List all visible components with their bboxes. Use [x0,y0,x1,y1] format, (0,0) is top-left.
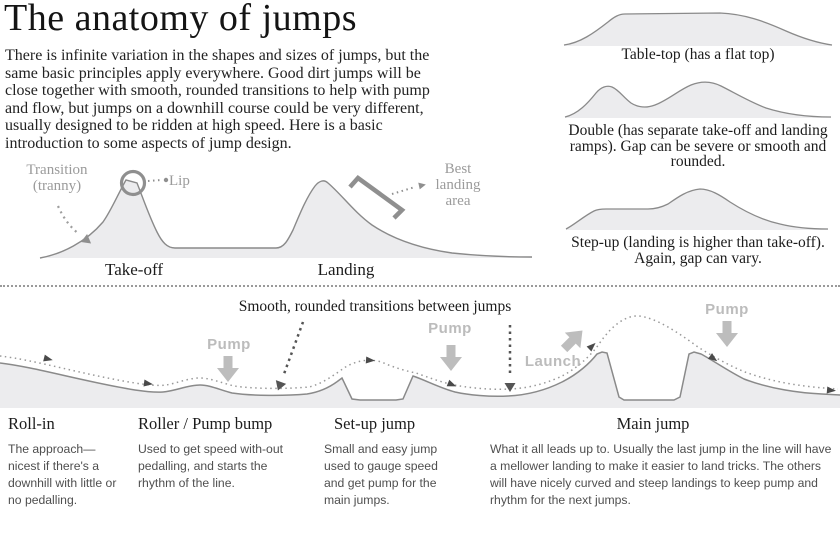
tabletop-svg [563,12,833,46]
trail-terrain-svg [0,315,840,408]
transitions-arrow-diagonal [282,321,305,375]
lip-label: Lip [169,173,190,189]
stepup-svg [565,188,829,230]
anatomy-terrain-svg [39,169,533,259]
anatomy-terrain-outline [39,179,533,259]
transitions-note: Smooth, rounded transitions between jump… [238,298,512,315]
double-diagram [562,78,834,120]
double-caption: Double (has separate take-off and landin… [568,122,828,170]
pump-label-2: Pump [428,320,472,337]
trail-terrain-outline [0,351,840,401]
launch-label: Launch [524,353,582,370]
lip-circle [119,169,147,197]
tabletop-fill [564,13,832,46]
pump-label-3: Pump [705,301,749,318]
best-landing-leader-dots [391,186,416,195]
stepup-diagram [562,181,834,233]
landing-label: Landing [317,260,375,279]
section-title-roller: Roller / Pump bump [138,414,273,433]
takeoff-label: Take-off [105,260,163,279]
pump-label-1: Pump [207,336,251,353]
pump-arrow-1 [217,356,239,382]
trail-terrain-diagram [0,298,840,410]
launch-arrow [560,330,583,353]
pump-arrow-2 [440,345,462,371]
anatomy-terrain-diagram [0,148,560,268]
stepup-outline [565,188,829,230]
stepup-caption: Step-up (landing is higher than take-off… [571,234,825,267]
page-title: The anatomy of jumps [4,0,357,39]
tabletop-outline [563,12,833,46]
stepup-fill [566,189,828,230]
section-title-roll-in: Roll-in [8,414,55,433]
intro-paragraph: There is infinite variation in the shape… [5,47,430,152]
double-fill [565,82,831,118]
landing-bracket [348,174,406,220]
transition-arrowhead [80,234,92,244]
double-svg [564,81,832,118]
transitions-arrowhead-diagonal [275,380,287,391]
section-desc-setup-jump: Small and easy jump used to gauge speed … [324,442,438,507]
rider-path-arrowheads [43,342,836,394]
trail-terrain-fill [0,352,840,408]
tabletop-caption: Table-top (has a flat top) [621,46,775,63]
best-landing-label: Best landing area [435,161,481,209]
transition-label: Transition (tranny) [26,162,88,194]
double-outline [564,81,832,118]
pump-arrow-3 [716,321,738,347]
section-title-main-jump: Main jump [616,414,690,433]
lip-leader-dot [163,177,169,183]
pump-arrows [217,321,738,382]
section-title-setup-jump: Set-up jump [334,414,416,433]
section-divider [0,285,840,287]
lip-leader-dots [147,179,163,182]
section-desc-roll-in: The approach—nicest if there's a downhil… [8,442,117,507]
transitions-arrowhead-vertical [504,383,516,392]
section-desc-main-jump: What it all leads up to. Usually the las… [490,442,832,507]
transition-arrow-dots [56,205,80,235]
best-landing-arrowhead [418,182,426,190]
section-desc-roller: Used to get speed with-out pedalling, an… [138,442,283,490]
tabletop-diagram [562,2,834,48]
